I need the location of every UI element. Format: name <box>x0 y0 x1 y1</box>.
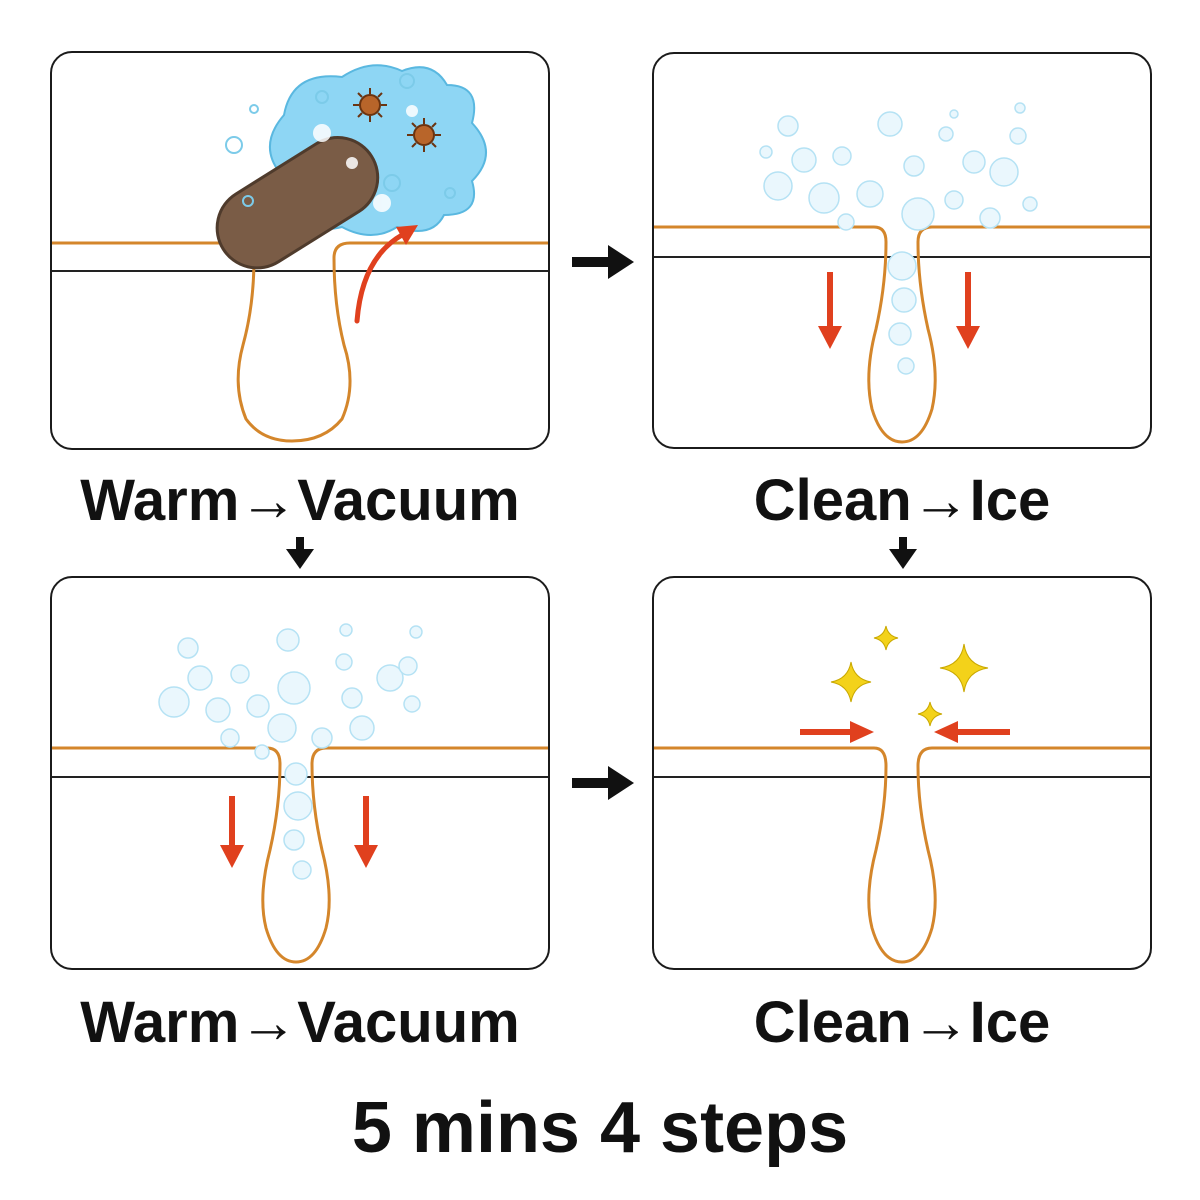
sparkle-icon <box>939 643 989 693</box>
down-arrow-icon <box>354 796 378 868</box>
pore-illustration-bubbles <box>654 102 1150 444</box>
bubble-icon <box>759 102 1038 375</box>
step-caption: Warm→Vacuum <box>80 990 520 1055</box>
skin-surface-pore <box>52 746 548 964</box>
down-arrow-icon <box>956 272 980 349</box>
step-caption: Clean→Ice <box>753 990 1051 1055</box>
skin-surface-pore <box>654 746 1150 964</box>
left-push-arrow-icon <box>934 721 1010 743</box>
step-panel-warm-vacuum-1 <box>50 51 550 450</box>
step-caption: Warm→Vacuum <box>80 468 520 533</box>
step-panel-clean-ice-2 <box>652 576 1152 970</box>
right-arrow-icon <box>572 245 634 279</box>
pore-illustration-bubbles <box>52 623 548 964</box>
bacteria-icon <box>407 118 441 152</box>
step-panel-warm-vacuum-2 <box>50 576 550 970</box>
bubble-icon <box>225 73 456 207</box>
right-arrow-icon <box>572 766 634 800</box>
summary-title: 5 mins 4 steps <box>351 1088 849 1168</box>
pore-illustration-tightened <box>654 625 1150 964</box>
down-arrow-icon <box>286 537 314 569</box>
down-arrow-icon <box>818 272 842 349</box>
down-arrow-icon <box>220 796 244 868</box>
dirt-plug-icon <box>215 136 380 270</box>
sparkle-icon <box>917 701 943 727</box>
step-caption: Clean→Ice <box>753 468 1051 533</box>
bubble-icon <box>313 105 418 212</box>
step-panel-clean-ice-1 <box>652 52 1152 449</box>
skin-surface-pore <box>52 241 548 443</box>
down-arrow-icon <box>889 537 917 569</box>
bacteria-icon <box>353 88 387 122</box>
skin-surface-pore <box>654 225 1150 444</box>
sparkle-icon <box>873 625 899 651</box>
pore-illustration-dirt <box>52 64 548 443</box>
lift-arrow-icon <box>354 225 418 324</box>
right-push-arrow-icon <box>800 721 874 743</box>
sparkle-icon <box>830 661 872 703</box>
bubble-icon <box>158 623 423 880</box>
